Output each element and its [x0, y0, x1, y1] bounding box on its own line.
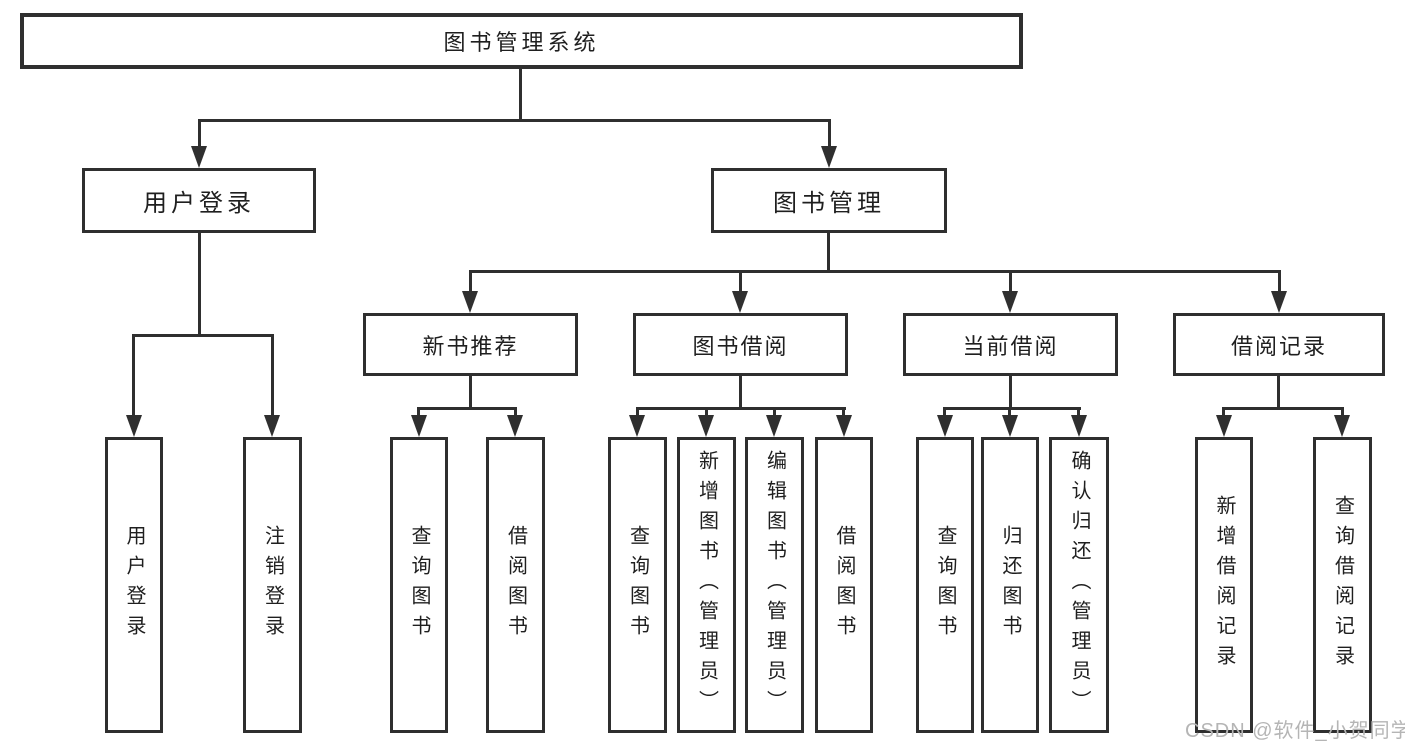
arrow-down-icon	[1002, 291, 1018, 313]
connector-section-rail	[636, 407, 846, 410]
connector-drop-leaf	[132, 334, 135, 415]
leaf-user-login: 用户登录	[105, 437, 163, 733]
arrow-down-icon	[732, 291, 748, 313]
csdn-watermark: CSDN @软件_小贺同学	[1185, 720, 1405, 742]
leaf-add-books-admin: 新增图书（管理员）	[677, 437, 736, 733]
connector-drop-leaf	[705, 407, 708, 415]
connector-drop-section	[1278, 270, 1281, 291]
leaf-borrow-books-2: 借阅图书	[815, 437, 873, 733]
leaf-logout: 注销登录	[243, 437, 302, 733]
arrow-down-icon	[821, 146, 837, 168]
connector-drop-section	[469, 270, 472, 291]
connector-drop-leaf	[271, 334, 274, 415]
leaf-query-borrow-record: 查询借阅记录	[1313, 437, 1372, 733]
connector-drop-leaf	[1008, 407, 1011, 415]
arrow-down-icon	[629, 415, 645, 437]
arrow-down-icon	[191, 146, 207, 168]
connector-section-stem	[1277, 376, 1280, 409]
arrow-down-icon	[766, 415, 782, 437]
connector-book-management-stem	[827, 233, 830, 272]
connector-user-login-stem	[198, 233, 201, 336]
connector-drop-book-management	[828, 119, 831, 147]
leaf-query-books-1: 查询图书	[390, 437, 448, 733]
arrow-down-icon	[937, 415, 953, 437]
connector-section-rail	[1222, 407, 1344, 410]
leaf-confirm-return-admin: 确认归还（管理员）	[1049, 437, 1109, 733]
connector-section-rail	[417, 407, 517, 410]
arrow-down-icon	[462, 291, 478, 313]
arrow-down-icon	[836, 415, 852, 437]
node-library-management-system: 图书管理系统	[20, 13, 1023, 69]
leaf-borrow-books-1: 借阅图书	[486, 437, 545, 733]
connector-root-stem	[519, 68, 522, 121]
connector-drop-leaf	[636, 407, 639, 415]
connector-drop-leaf	[1341, 407, 1344, 415]
connector-drop-user-login	[198, 119, 201, 147]
connector-drop-leaf	[514, 407, 517, 415]
connector-user-login-rail	[132, 334, 274, 337]
connector-drop-leaf	[943, 407, 946, 415]
arrow-down-icon	[1334, 415, 1350, 437]
connector-section-stem	[1009, 376, 1012, 409]
arrow-down-icon	[1071, 415, 1087, 437]
connector-root-rail	[198, 119, 830, 122]
connector-drop-section	[739, 270, 742, 291]
leaf-return-books: 归还图书	[981, 437, 1039, 733]
node-borrowing-records: 借阅记录	[1173, 313, 1385, 376]
connector-section-stem	[469, 376, 472, 409]
connector-section-rail	[943, 407, 1081, 410]
node-current-borrowing: 当前借阅	[903, 313, 1118, 376]
node-new-book-recommendation: 新书推荐	[363, 313, 578, 376]
connector-section-stem	[739, 376, 742, 409]
leaf-add-borrow-record: 新增借阅记录	[1195, 437, 1253, 733]
connector-drop-leaf	[417, 407, 420, 415]
node-book-borrowing: 图书借阅	[633, 313, 848, 376]
connector-drop-leaf	[842, 407, 845, 415]
connector-book-management-rail	[469, 270, 1281, 273]
arrow-down-icon	[698, 415, 714, 437]
node-book-management: 图书管理	[711, 168, 947, 233]
leaf-query-books-2: 查询图书	[608, 437, 667, 733]
arrow-down-icon	[507, 415, 523, 437]
arrow-down-icon	[411, 415, 427, 437]
connector-drop-leaf	[773, 407, 776, 415]
connector-drop-leaf	[1222, 407, 1225, 415]
arrow-down-icon	[264, 415, 280, 437]
arrow-down-icon	[126, 415, 142, 437]
arrow-down-icon	[1271, 291, 1287, 313]
node-user-login: 用户登录	[82, 168, 316, 233]
connector-drop-section	[1009, 270, 1012, 291]
arrow-down-icon	[1216, 415, 1232, 437]
arrow-down-icon	[1002, 415, 1018, 437]
leaf-query-books-3: 查询图书	[916, 437, 974, 733]
connector-drop-leaf	[1077, 407, 1080, 415]
leaf-edit-books-admin: 编辑图书（管理员）	[745, 437, 804, 733]
